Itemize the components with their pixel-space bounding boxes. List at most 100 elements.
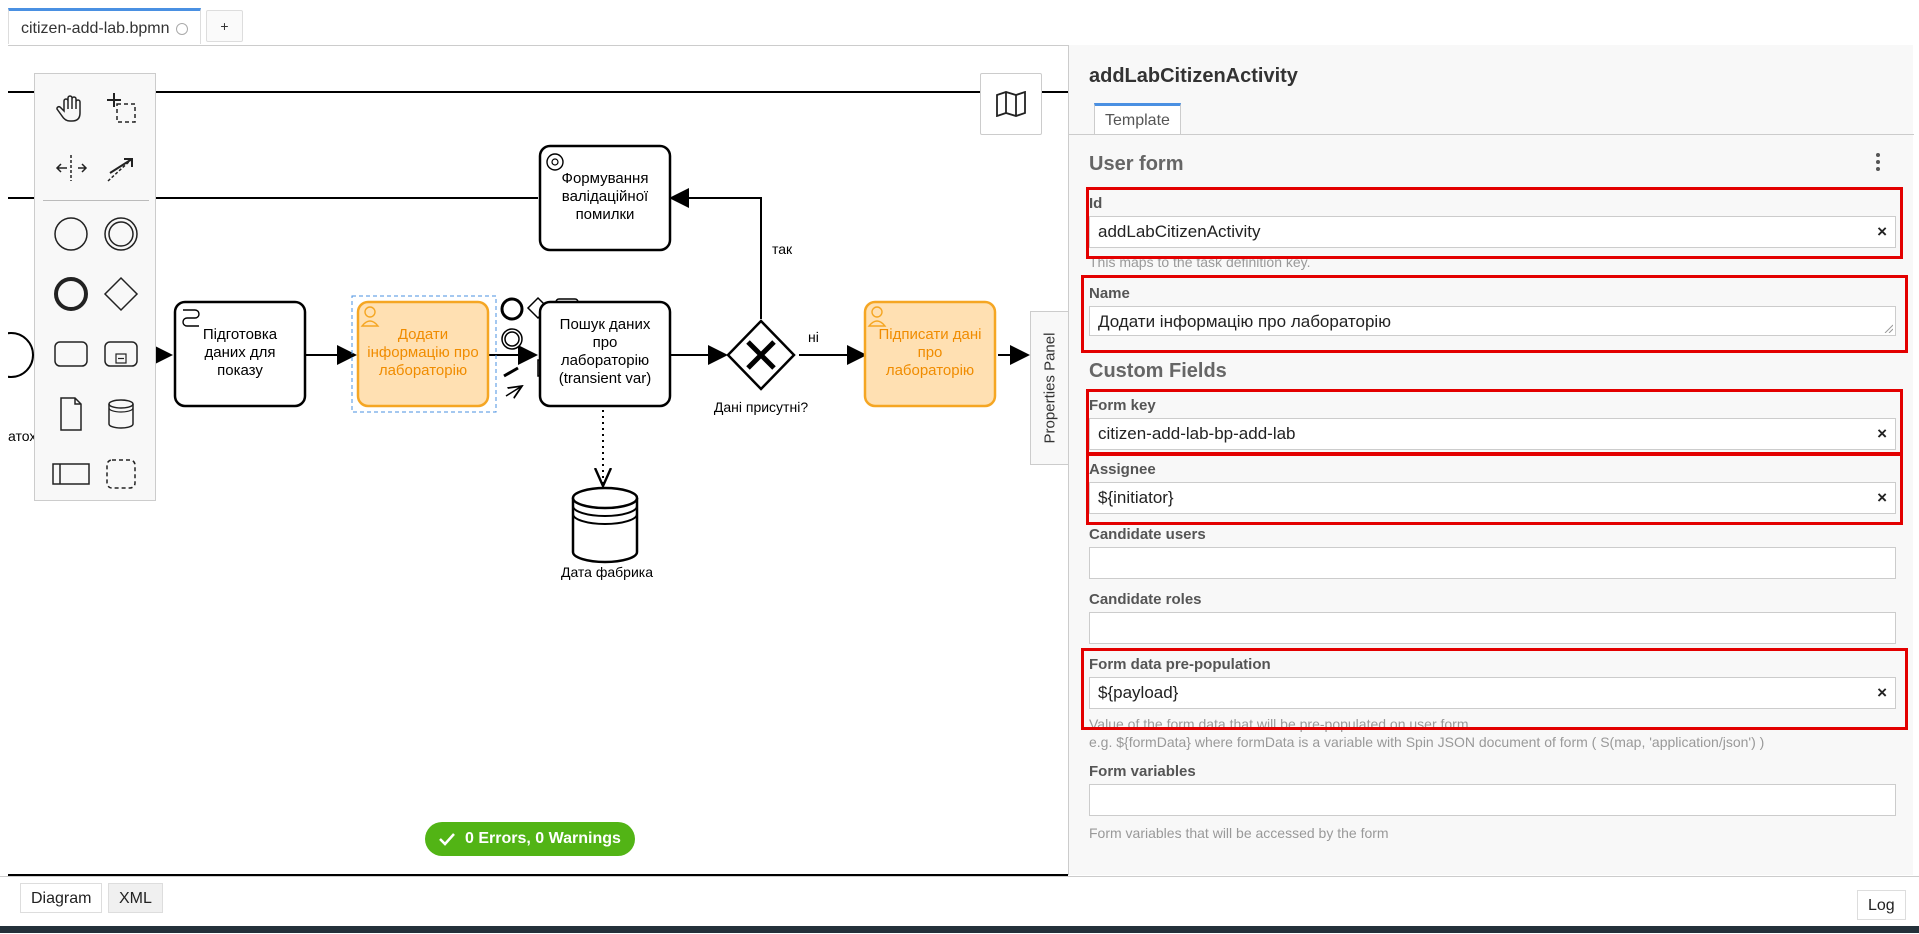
validation-status-text: 0 Errors, 0 Warnings bbox=[465, 830, 621, 847]
properties-panel-toggle[interactable]: Properties Panel bbox=[1030, 311, 1068, 465]
task-validation bbox=[538, 144, 672, 252]
clear-form-data-icon[interactable]: × bbox=[1877, 683, 1887, 702]
end-event-icon[interactable] bbox=[47, 270, 95, 318]
assignee-input[interactable]: ${initiator} × bbox=[1089, 482, 1896, 514]
user-task-icon bbox=[871, 306, 883, 318]
service-task-icon bbox=[546, 153, 564, 171]
form-data-hint-2: e.g. ${formData} where formData is a var… bbox=[1089, 734, 1765, 750]
assignee-label: Assignee bbox=[1089, 461, 1156, 478]
id-value: addLabCitizenActivity bbox=[1098, 222, 1261, 241]
section-user-form: User form bbox=[1089, 153, 1184, 175]
highlight-box-form-key bbox=[1086, 389, 1903, 455]
assignee-value: ${initiator} bbox=[1098, 488, 1174, 507]
gateway-x-icon bbox=[746, 340, 776, 370]
selection-outline bbox=[351, 295, 497, 413]
id-input[interactable]: addLabCitizenActivity × bbox=[1089, 216, 1896, 248]
lasso-tool-icon[interactable] bbox=[97, 84, 145, 132]
clear-form-key-icon[interactable]: × bbox=[1877, 424, 1887, 443]
unsaved-indicator-icon bbox=[175, 22, 188, 35]
form-key-label: Form key bbox=[1089, 397, 1156, 414]
group-icon[interactable] bbox=[97, 450, 145, 498]
context-end-event-icon bbox=[500, 297, 524, 321]
intermediate-event-icon[interactable] bbox=[97, 210, 145, 258]
script-task-icon bbox=[182, 309, 200, 327]
task-search bbox=[538, 300, 672, 408]
gateway-icon[interactable] bbox=[97, 270, 145, 318]
name-value: Додати інформацію про лабораторію bbox=[1098, 312, 1391, 331]
validation-status-badge[interactable]: 0 Errors, 0 Warnings bbox=[425, 822, 635, 856]
minimap-toggle-button[interactable] bbox=[980, 73, 1042, 135]
highlight-box-id bbox=[1086, 187, 1903, 259]
candidate-roles-label: Candidate roles bbox=[1089, 591, 1202, 608]
hand-tool-icon[interactable] bbox=[47, 84, 95, 132]
clear-assignee-icon[interactable]: × bbox=[1877, 488, 1887, 507]
pool-icon[interactable] bbox=[47, 450, 95, 498]
form-data-prepopulation-value: ${payload} bbox=[1098, 683, 1179, 702]
highlight-box-name bbox=[1081, 275, 1908, 353]
svg-text:Дані присутні?: Дані присутні? bbox=[714, 399, 808, 415]
start-event-icon[interactable] bbox=[47, 210, 95, 258]
candidate-roles-input[interactable] bbox=[1089, 612, 1896, 644]
name-label: Name bbox=[1089, 285, 1130, 302]
file-tab-label: citizen-add-lab.bpmn bbox=[21, 20, 170, 37]
svg-text:так: так bbox=[772, 241, 793, 257]
check-icon bbox=[439, 833, 455, 846]
file-tab[interactable]: citizen-add-lab.bpmn bbox=[8, 8, 201, 44]
space-tool-icon[interactable] bbox=[47, 144, 95, 192]
data-store bbox=[571, 486, 639, 564]
map-icon bbox=[996, 91, 1026, 117]
tab-bar: citizen-add-lab.bpmn + bbox=[0, 0, 1919, 46]
flow-gateway-validation bbox=[669, 188, 762, 319]
properties-panel: addLabCitizenActivity Template User form… bbox=[1068, 45, 1914, 875]
panel-title: addLabCitizenActivity bbox=[1089, 65, 1298, 87]
global-connect-tool-icon[interactable] bbox=[97, 144, 145, 192]
svg-text:ні: ні bbox=[808, 329, 819, 345]
id-label: Id bbox=[1089, 195, 1103, 212]
tool-palette bbox=[34, 73, 156, 501]
bottom-bar: Diagram XML Log bbox=[0, 876, 1919, 934]
task-icon[interactable] bbox=[47, 330, 95, 378]
tab-divider bbox=[1069, 134, 1914, 135]
form-variables-hint: Form variables that will be accessed by … bbox=[1089, 825, 1389, 841]
candidate-users-label: Candidate users bbox=[1089, 526, 1206, 543]
resize-handle-icon[interactable] bbox=[1883, 323, 1893, 333]
tab-xml[interactable]: XML bbox=[108, 883, 163, 913]
form-data-prepopulation-label: Form data pre-population bbox=[1089, 656, 1271, 673]
form-data-prepopulation-input[interactable]: ${payload} × bbox=[1089, 677, 1896, 709]
highlight-box-form-data bbox=[1081, 648, 1908, 730]
name-textarea[interactable]: Додати інформацію про лабораторію bbox=[1089, 306, 1896, 336]
taskbar-strip bbox=[0, 926, 1919, 933]
form-variables-label: Form variables bbox=[1089, 763, 1196, 780]
task-prepare bbox=[173, 300, 307, 408]
subprocess-icon[interactable] bbox=[97, 330, 145, 378]
user-task-icon bbox=[364, 306, 376, 318]
svg-text:Дата фабрика: Дата фабрика bbox=[561, 564, 653, 580]
section-custom-fields: Custom Fields bbox=[1089, 360, 1227, 382]
context-wrench-icon bbox=[503, 366, 519, 378]
tab-template[interactable]: Template bbox=[1094, 103, 1181, 135]
svg-text:атох: атох bbox=[8, 428, 36, 444]
data-store-icon[interactable] bbox=[97, 390, 145, 438]
tab-diagram[interactable]: Diagram bbox=[20, 883, 103, 913]
form-variables-input[interactable] bbox=[1089, 784, 1896, 816]
task-sign bbox=[863, 300, 997, 408]
log-button[interactable]: Log bbox=[1857, 890, 1906, 920]
properties-panel-toggle-label: Properties Panel bbox=[1041, 332, 1058, 444]
candidate-users-input[interactable] bbox=[1089, 547, 1896, 579]
palette-separator bbox=[43, 200, 149, 201]
more-options-icon[interactable] bbox=[1876, 153, 1880, 174]
context-connect-icon bbox=[505, 386, 522, 396]
start-event bbox=[8, 332, 34, 378]
highlight-box-assignee bbox=[1086, 453, 1903, 525]
clear-id-icon[interactable]: × bbox=[1877, 222, 1887, 241]
form-key-input[interactable]: citizen-add-lab-bp-add-lab × bbox=[1089, 418, 1896, 450]
add-tab-button[interactable]: + bbox=[206, 10, 243, 42]
data-object-icon[interactable] bbox=[47, 390, 95, 438]
